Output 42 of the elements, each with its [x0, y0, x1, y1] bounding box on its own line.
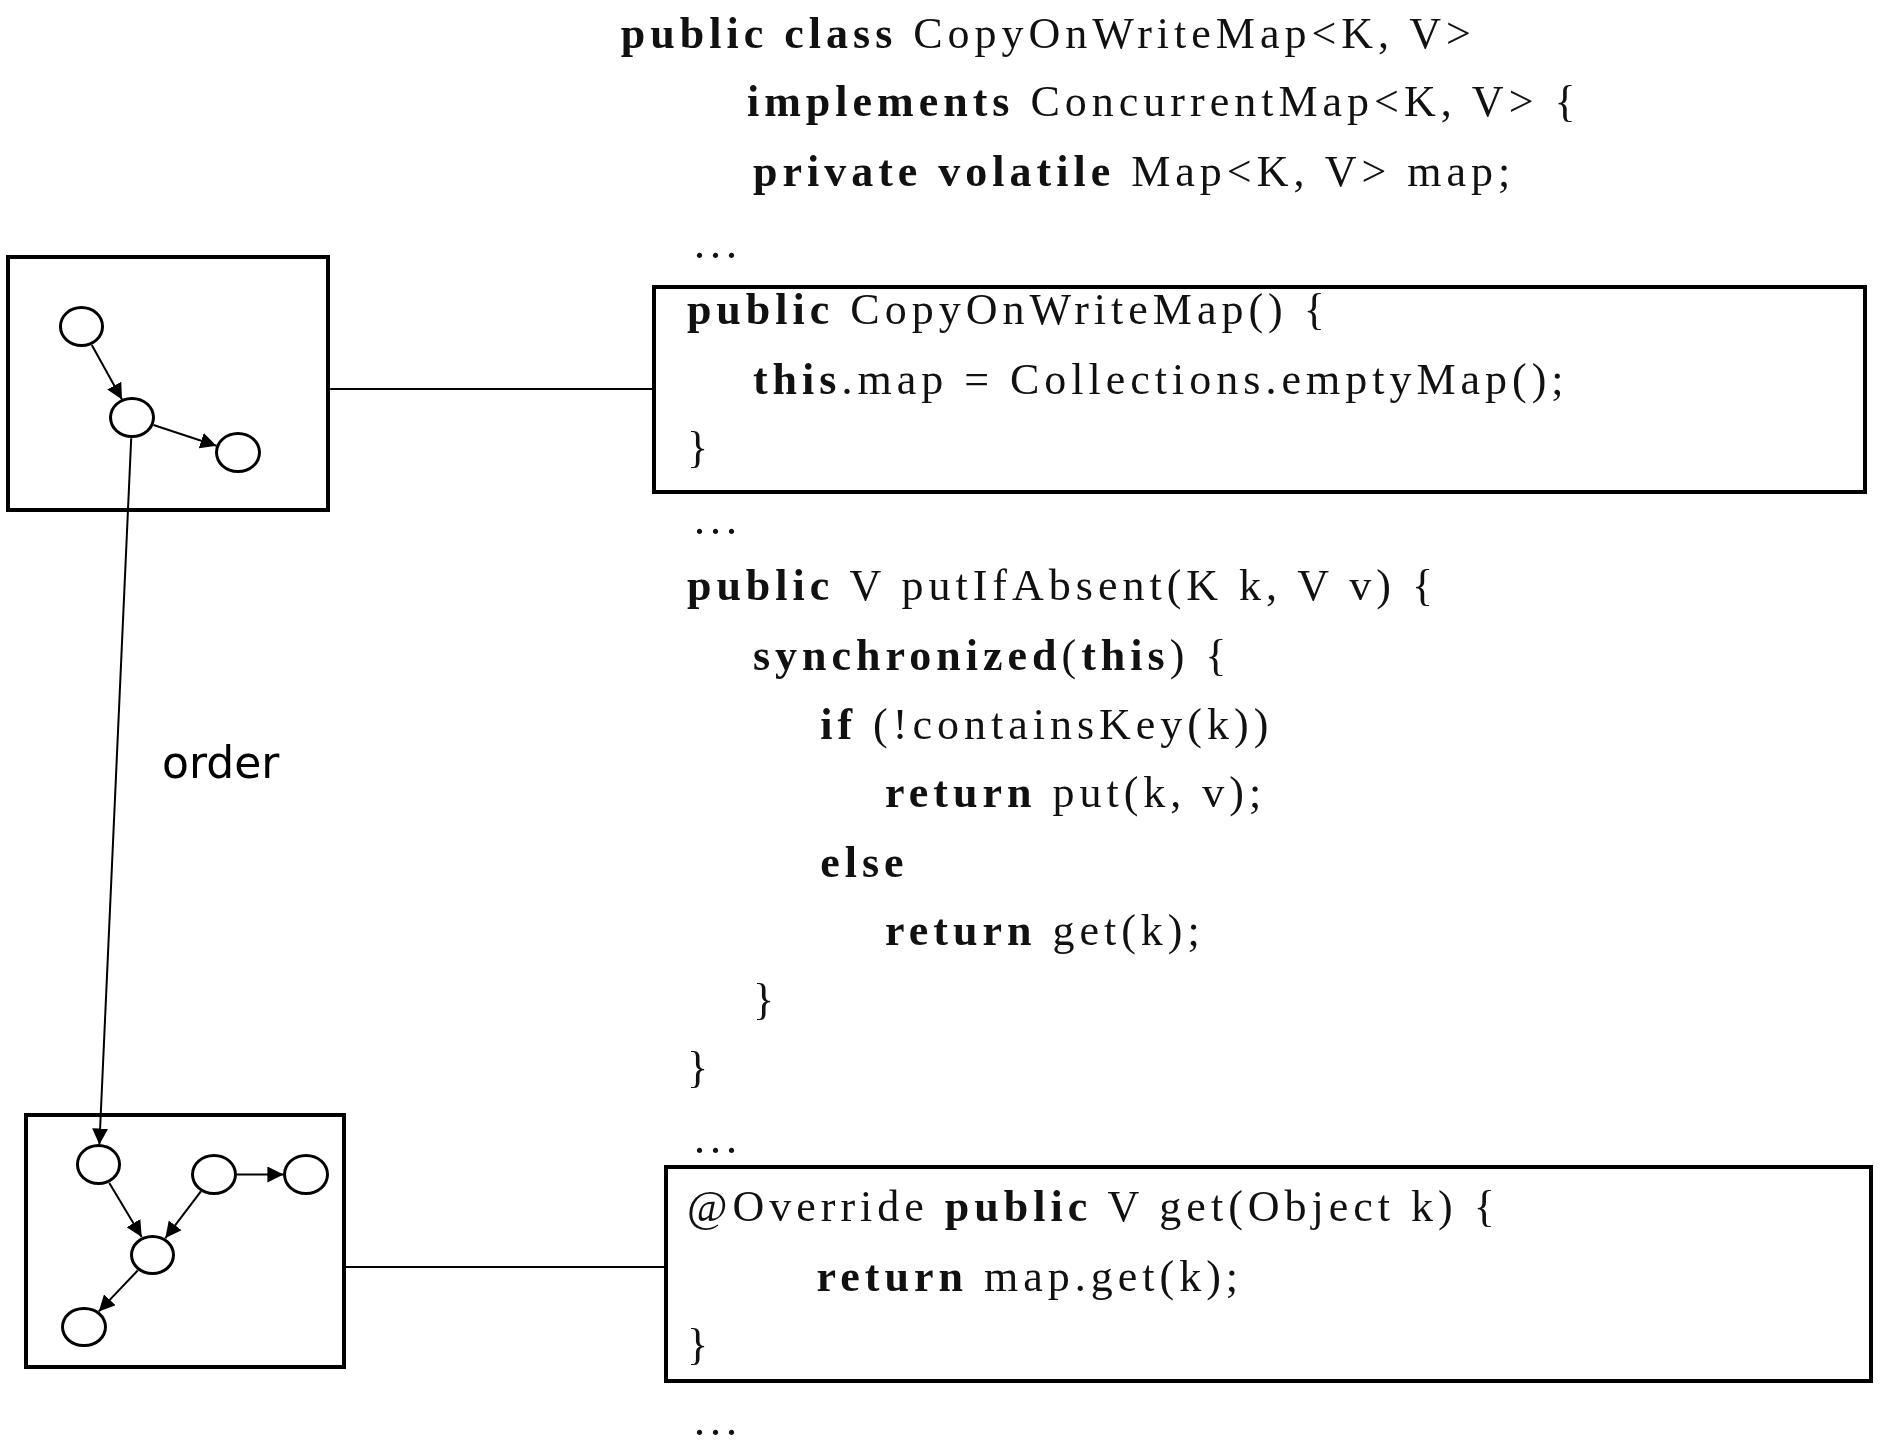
code-line: synchronized(this) { — [752, 634, 1232, 679]
graph-box — [24, 1113, 346, 1369]
code-line: return map.get(k); — [816, 1254, 1244, 1299]
graph-node-circle — [75, 1144, 122, 1186]
code-line: ... — [694, 1116, 743, 1161]
arrow — [235, 1166, 285, 1183]
code-box — [652, 284, 1868, 494]
code-line: } — [686, 426, 713, 471]
arrow — [108, 1181, 143, 1238]
arrow — [164, 1190, 202, 1240]
graph-node-circle — [109, 397, 155, 439]
arrow — [92, 437, 133, 1146]
code-line: this.map = Collections.emptyMap(); — [752, 357, 1569, 402]
code-line: else — [820, 840, 909, 885]
code-line: if (!containsKey(k)) — [820, 702, 1274, 747]
graph-node-circle — [58, 306, 105, 348]
code-line: implements ConcurrentMap<K, V> { — [746, 80, 1581, 125]
graph-box — [6, 254, 331, 512]
code-line: ... — [694, 1399, 743, 1442]
code-line: ... — [694, 498, 743, 543]
arrow — [90, 343, 123, 401]
code-line: } — [686, 1323, 714, 1368]
graph-node-circle — [214, 432, 261, 474]
code-line: public CopyOnWriteMap() { — [686, 288, 1330, 333]
code-line: public V putIfAbsent(K k, V v) { — [686, 564, 1439, 609]
code-line: return get(k); — [885, 909, 1205, 954]
connector-line — [344, 1265, 666, 1268]
code-box — [664, 1164, 1874, 1384]
arrow — [152, 424, 218, 449]
code-line: } — [686, 1046, 714, 1090]
graph-node-circle — [61, 1306, 107, 1348]
code-line: @Override public V get(Object k) { — [686, 1185, 1500, 1230]
code-line: public class CopyOnWriteMap<K, V> — [620, 12, 1476, 56]
code-line: private volatile Map<K, V> map; — [752, 150, 1516, 195]
graph-node-circle — [190, 1154, 237, 1195]
graph-node-circle — [283, 1154, 330, 1195]
code-line: return put(k, v); — [885, 771, 1267, 815]
arrow — [97, 1269, 139, 1313]
code-line: } — [752, 977, 780, 1022]
graph-node-circle — [129, 1234, 176, 1276]
connector-line — [329, 388, 654, 391]
code-line: ... — [694, 222, 743, 267]
